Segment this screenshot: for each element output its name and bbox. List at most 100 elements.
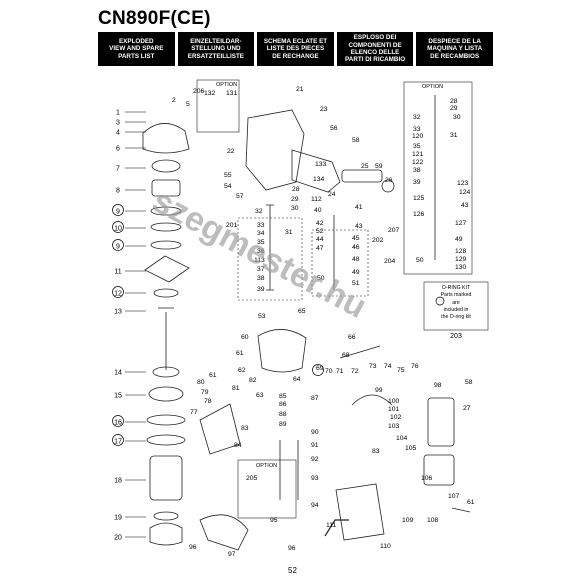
part-number-label: 25 (361, 163, 369, 170)
part-number-label: 9 (116, 244, 120, 251)
part-number-label: 24 (328, 191, 336, 198)
header-row: EXPLODED VIEW AND SPARE PARTS LIST EINZE… (98, 32, 493, 66)
part-number-label: 91 (311, 442, 319, 449)
part-number-label: 98 (434, 382, 442, 389)
part-number-label: 51 (352, 280, 360, 287)
part-number-label: 9 (116, 209, 120, 216)
part-number-label: 103 (388, 423, 400, 430)
part-number-label: 36 (257, 248, 265, 255)
part-number-label: 34 (257, 230, 265, 237)
part-number-label: 3 (116, 120, 120, 127)
cover-98 (427, 397, 455, 447)
part-number-label: 112 (311, 196, 322, 203)
bumper-14 (152, 366, 180, 378)
part-number-label: 90 (311, 429, 319, 436)
watermark: szegmester.hu (146, 182, 372, 326)
part-number-label: 102 (390, 414, 402, 421)
group-box-202 (311, 229, 369, 297)
part-number-label: 28 (292, 186, 300, 193)
part-number-label: 63 (256, 392, 264, 399)
end-cap-25 (341, 169, 383, 183)
part-number-label: 17 (114, 439, 122, 446)
part-number-label: 74 (384, 363, 392, 370)
part-number-label: 35 (257, 239, 265, 246)
part-number-label: 131 (226, 90, 238, 97)
part-number-label: 26 (385, 177, 393, 184)
ring-19 (153, 511, 179, 521)
part-number-label: 121 (412, 151, 424, 158)
part-number-label: 123 (457, 180, 469, 187)
part-number-label: 53 (258, 313, 266, 320)
svg-text:the O-ring kit: the O-ring kit (441, 314, 471, 320)
part-number-label: 6 (116, 146, 120, 153)
part-number-label: 99 (375, 387, 383, 394)
part-number-label: 108 (427, 517, 439, 524)
oring-12 (153, 288, 179, 298)
part-number-label: 109 (402, 517, 414, 524)
part-number-label: 61 (236, 350, 244, 357)
svg-text:Parts marked: Parts marked (441, 292, 472, 298)
part-number-label: 64 (293, 376, 301, 383)
part-number-label: 58 (352, 137, 360, 144)
part-number-label: 125 (413, 195, 425, 202)
part-number-label: 202 (372, 237, 384, 244)
part-number-label: 95 (270, 517, 278, 524)
part-number-label: 122 (412, 159, 424, 166)
part-number-label: 61 (467, 499, 475, 506)
part-number-label: 96 (288, 545, 296, 552)
part-number-label: 130 (455, 264, 467, 271)
part-number-label: 20 (114, 535, 122, 542)
valve-stack-201 (266, 204, 274, 291)
part-number-label: 65 (298, 308, 306, 315)
part-number-label: 104 (396, 435, 408, 442)
part-number-label: 78 (204, 398, 212, 405)
part-number-label: 86 (279, 401, 287, 408)
cylinder-ring-15 (148, 386, 184, 402)
part-number-label: 62 (238, 367, 246, 374)
part-number-label: 8 (116, 188, 120, 195)
oring-9 (150, 206, 182, 216)
part-number-label: 16 (114, 420, 122, 427)
part-number-label: 31 (450, 132, 458, 139)
part-number-label: 85 (279, 393, 287, 400)
part-number-label: 7 (116, 166, 120, 173)
part-number-label: 80 (197, 379, 205, 386)
handle-part (291, 149, 341, 193)
part-number-label: 32 (255, 208, 263, 215)
end-plug-26 (381, 179, 395, 193)
cylinder-18 (149, 455, 183, 501)
part-number-label: 32 (413, 114, 421, 121)
svg-text:203: 203 (450, 333, 462, 340)
part-number-label: 107 (448, 493, 460, 500)
part-number-label: 29 (291, 196, 299, 203)
oring-kit-text: O-RING KIT Parts marked are included in … (441, 285, 472, 340)
part-number-label: 49 (455, 236, 463, 243)
part-number-label: 97 (228, 551, 236, 558)
part-number-label: 127 (455, 220, 467, 227)
part-number-label: 82 (249, 377, 257, 384)
part-number-label: 45 (352, 235, 360, 242)
part-number-label: 5 (186, 101, 190, 108)
part-number-label: 205 (246, 475, 258, 482)
option-box-top (196, 79, 240, 133)
part-number-label: 18 (114, 478, 122, 485)
oring-16 (146, 414, 186, 426)
part-number-label: 83 (372, 448, 380, 455)
piston-ring-8 (151, 179, 181, 197)
part-number-label: 206 (193, 88, 205, 95)
part-number-label: 79 (201, 389, 209, 396)
page-number: 52 (288, 566, 297, 575)
top-cap-part (142, 123, 190, 154)
part-number-label: 39 (413, 179, 421, 186)
oring-kit-box (423, 281, 489, 331)
part-number-label: 48 (352, 256, 360, 263)
part-number-label: 69 (316, 365, 324, 372)
part-number-label: 46 (352, 244, 360, 251)
part-number-label: 61 (209, 372, 217, 379)
part-number-label: 93 (311, 475, 319, 482)
part-number-label: 10 (114, 226, 122, 233)
part-number-label: 66 (348, 334, 356, 341)
oring-9b (150, 240, 182, 250)
part-number-label: 44 (316, 236, 324, 243)
